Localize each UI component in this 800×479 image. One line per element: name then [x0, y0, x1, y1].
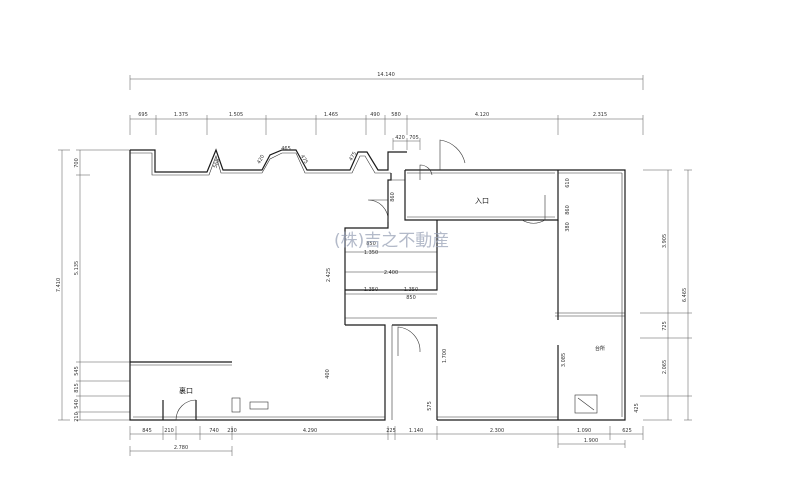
- dim-entry-3: 380: [565, 222, 571, 232]
- dim-bay-5: 475: [348, 151, 358, 162]
- dim-right-3: 2.065: [662, 360, 668, 374]
- dim-hall-2: 1.350: [364, 250, 378, 256]
- dimension-lines: [58, 75, 692, 456]
- room-label-office: 台所: [595, 345, 605, 352]
- walls: [129, 148, 626, 421]
- dim-bay-1: 565: [213, 158, 222, 169]
- room-label-back-entrance: 裏口: [179, 386, 193, 395]
- dim-top-5: 490: [370, 112, 380, 118]
- dim-bay-2: 420: [256, 154, 266, 165]
- dim-shop-v: 400: [325, 369, 331, 379]
- watermark-text: (株)吉之不動産: [334, 231, 449, 251]
- dim-left-4: 815: [74, 383, 80, 393]
- dim-bottom-sub-2: 1.900: [584, 438, 598, 444]
- dim-top-7: 4.120: [475, 112, 489, 118]
- dim-top-8: 2.315: [593, 112, 607, 118]
- dim-wc: 1.700: [442, 349, 448, 363]
- dim-right-4: 425: [634, 403, 640, 413]
- dim-bay-3: 465: [281, 146, 291, 152]
- dim-hall-6: 2.425: [326, 268, 332, 282]
- dim-bottom-5: 4.290: [303, 428, 317, 434]
- dim-top-4: 1.465: [324, 112, 338, 118]
- dim-left-3: 545: [74, 366, 80, 376]
- dim-bottom-6: 225: [386, 428, 396, 434]
- dim-right-total: 6.465: [682, 288, 688, 302]
- dim-bay-4: 475: [299, 154, 309, 165]
- dim-left-total: 7.410: [56, 278, 62, 292]
- doors: [175, 139, 546, 421]
- room-label-entrance: 入口: [475, 197, 489, 205]
- dim-bottom-1: 845: [142, 428, 152, 434]
- dim-bottom-sub-1: 2.780: [174, 445, 188, 451]
- dim-bottom-9: 1.090: [577, 428, 591, 434]
- dim-left-5: 540: [74, 399, 80, 409]
- dim-top-3: 1.505: [229, 112, 243, 118]
- dim-hall-5: 850: [406, 295, 416, 301]
- dim-bottom-2: 210: [164, 428, 174, 434]
- dim-hall-4: 1.350: [364, 287, 378, 293]
- dim-right-1: 3.905: [662, 234, 668, 248]
- dim-bottom-4: 230: [227, 428, 237, 434]
- dim-overall-width: 14.140: [377, 72, 395, 78]
- dim-bottom-8: 2.300: [490, 428, 504, 434]
- dim-rear-1: 3.085: [561, 353, 567, 367]
- dim-corridor-v: 860: [390, 192, 396, 202]
- dim-hall-1: 850: [366, 241, 376, 247]
- dim-bottom-3: 740: [209, 428, 219, 434]
- dim-entry-2: 860: [565, 205, 571, 215]
- dim-hall-7: 1.350: [404, 287, 418, 293]
- dim-top-sub-1: 420: [395, 135, 405, 141]
- dim-rear-2: 575: [427, 401, 433, 411]
- dim-left-6: 210: [74, 412, 80, 422]
- dim-bottom-10: 625: [622, 428, 632, 434]
- dim-top-2: 1.375: [174, 112, 188, 118]
- dim-left-2: 5.135: [74, 261, 80, 275]
- dim-right-2: 725: [662, 321, 668, 331]
- dim-entry-1: 610: [565, 178, 571, 188]
- dim-top-1: 695: [138, 112, 148, 118]
- dim-left-1: 700: [74, 158, 80, 168]
- dim-hall-3: 2.400: [384, 270, 398, 276]
- dim-bottom-7: 1.140: [409, 428, 423, 434]
- dim-top-6: 580: [391, 112, 401, 118]
- dim-top-sub-2: 705: [409, 135, 419, 141]
